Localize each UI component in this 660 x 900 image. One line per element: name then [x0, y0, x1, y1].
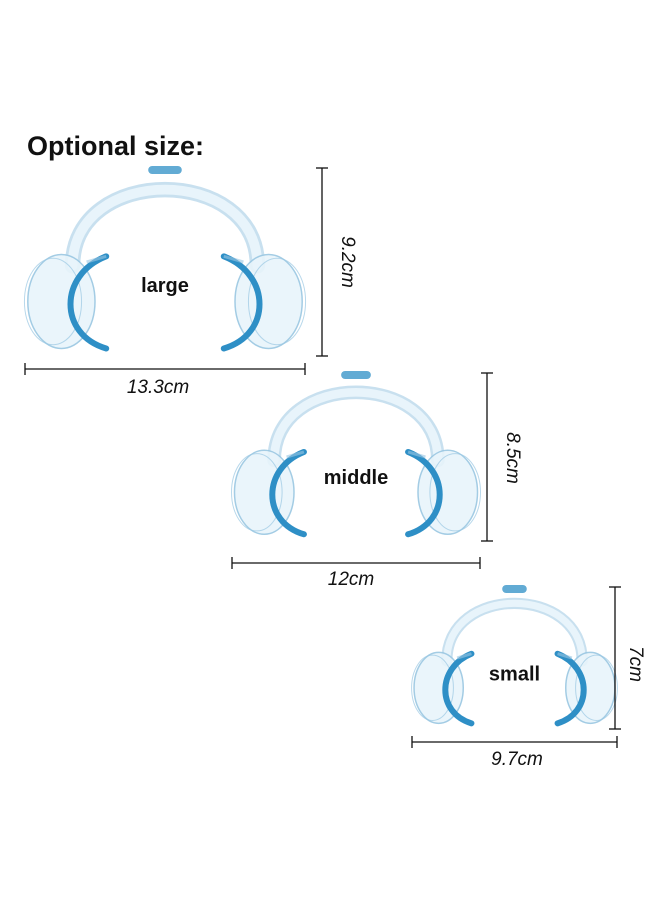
arch-join-right: [407, 450, 426, 459]
lip-hook-right: [405, 448, 443, 538]
arch-clip: [148, 166, 182, 174]
arch-band: [267, 385, 445, 468]
lip-hook-right: [220, 253, 263, 352]
cheek-flange-edge-left: [231, 453, 283, 532]
arch-join-left: [286, 450, 305, 459]
height-label: 8.5cm: [502, 432, 523, 484]
width-label: 12cm: [328, 569, 374, 590]
arch-join-left: [86, 254, 107, 264]
height-label: 7cm: [625, 646, 646, 682]
retractor-small: small 7cm 9.7cm: [411, 585, 646, 770]
width-label: 9.7cm: [491, 749, 543, 770]
cheek-flange-edge-right: [575, 654, 618, 721]
size-label: small: [489, 664, 540, 686]
cheek-flange-edge-left: [411, 654, 454, 721]
height-label: 9.2cm: [337, 236, 358, 288]
arch-clip: [502, 585, 527, 593]
lip-hook-right: [554, 650, 587, 727]
page-title: Optional size:: [27, 131, 205, 161]
lip-hook-left: [269, 448, 307, 538]
arch-band-inner: [67, 184, 263, 271]
retractor-middle: middle 8.5cm 12cm: [231, 371, 523, 590]
lip-hook-left: [67, 253, 110, 352]
retractor-large: large 9.2cm 13.3cm: [23, 166, 358, 398]
arch-join-right: [223, 254, 244, 264]
arch-join-left: [456, 652, 472, 660]
arch-band: [64, 181, 266, 274]
arch-clip: [341, 371, 371, 379]
width-label: 13.3cm: [127, 377, 189, 398]
arch-join-right: [557, 652, 573, 660]
cheek-flange-edge-right: [247, 257, 307, 346]
size-label: large: [141, 275, 189, 297]
size-label: middle: [324, 467, 388, 489]
cheek-flange-edge-right: [429, 453, 481, 532]
arch-band: [441, 597, 588, 667]
arch-band-inner: [443, 599, 586, 665]
cheek-flange-edge-left: [23, 257, 83, 346]
arch-band-inner: [269, 388, 443, 465]
lip-hook-left: [442, 650, 475, 727]
